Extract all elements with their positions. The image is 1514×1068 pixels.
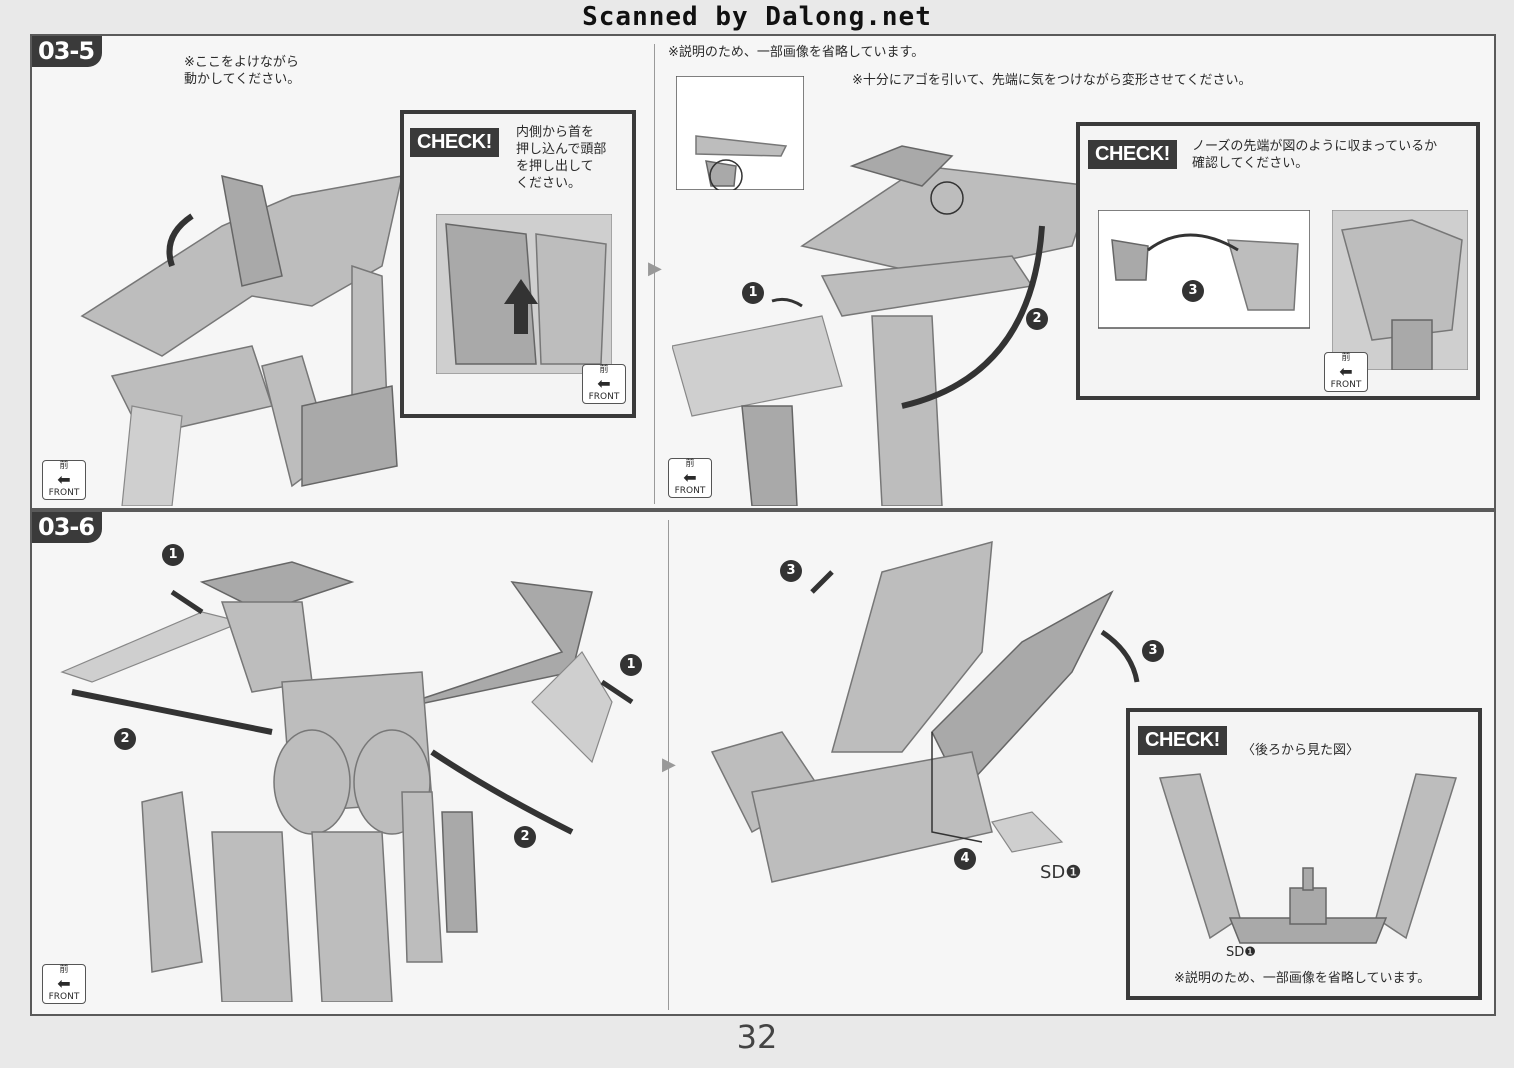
front-badge: 前 ⬅ FRONT xyxy=(42,460,86,500)
check-box-nose: CHECK! ノーズの先端が図のように収まっているか 確認してください。 3 前… xyxy=(1076,122,1480,400)
tail-fold-illustration xyxy=(710,540,1140,883)
front-arrow-icon: ⬅ xyxy=(597,374,611,393)
nose-result-illustration xyxy=(1332,210,1468,370)
check-box-rear-view: CHECK! 〈後ろから見た図〉 SD❶ ※説明のため、一部画像を省略しています… xyxy=(1126,708,1482,1000)
jaw-note: ※十分にアゴを引いて、先端に気をつけながら変形させてください。 xyxy=(852,73,1252,88)
step-number-3: 3 xyxy=(780,560,802,582)
check-nose-text: ノーズの先端が図のように収まっているか 確認してください。 xyxy=(1192,139,1438,171)
step-number-3b: 3 xyxy=(1142,640,1164,662)
front-arrow-icon: ⬅ xyxy=(57,974,71,993)
front-arrow-icon: ⬅ xyxy=(683,468,697,487)
check-badge: CHECK! xyxy=(410,128,499,157)
step-label: 03-5 xyxy=(32,36,103,67)
transform-illustration xyxy=(672,145,1092,506)
front-badge: 前 ⬅ FRONT xyxy=(582,364,626,404)
step-number-2: 2 xyxy=(1026,308,1048,330)
page-number: 32 xyxy=(736,1018,778,1056)
step-number-2: 2 xyxy=(114,728,136,750)
check-neck-text: 内側から首を 押し込んで頭部 を押し出して ください。 xyxy=(516,125,607,191)
rear-view-caption: 〈後ろから見た図〉 xyxy=(1242,743,1360,758)
front-arrow-icon: ⬅ xyxy=(1339,362,1353,381)
panel-divider xyxy=(654,44,655,504)
front-badge: 前 ⬅ FRONT xyxy=(668,458,712,498)
front-badge: 前 ⬅ FRONT xyxy=(1324,352,1368,392)
step-number-4: 4 xyxy=(954,848,976,870)
check-badge: CHECK! xyxy=(1138,726,1227,755)
omit-note: ※説明のため、一部画像を省略しています。 xyxy=(1174,971,1431,986)
robot-head-illustration xyxy=(80,174,403,506)
sd-rear-label: SD❶ xyxy=(1226,945,1256,960)
step-arrow-icon: ▶ xyxy=(648,258,662,279)
front-badge: 前 ⬅ FRONT xyxy=(42,964,86,1004)
scanner-watermark: Scanned by Dalong.net xyxy=(582,2,932,32)
wing-fold-illustration xyxy=(60,561,634,1002)
sd-part-label: SD❶ xyxy=(1040,862,1082,883)
step-number-1: 1 xyxy=(742,282,764,304)
front-arrow-icon: ⬅ xyxy=(57,470,71,489)
panel-divider xyxy=(668,520,669,1010)
step-03-6-panel: 03-6 1 1 2 2 前 ⬅ FRONT ▶ xyxy=(30,510,1496,1016)
check-badge: CHECK! xyxy=(1088,140,1177,169)
nose-inset-illustration xyxy=(676,76,804,190)
check-box-neck: CHECK! 内側から首を 押し込んで頭部 を押し出して ください。 前 ⬅ F… xyxy=(400,110,636,418)
avoid-note: ※ここをよけながら 動かしてください。 xyxy=(184,55,301,87)
neck-detail-illustration xyxy=(436,214,612,374)
step-arrow-icon: ▶ xyxy=(662,754,676,775)
step-number-2b: 2 xyxy=(514,826,536,848)
rear-view-illustration xyxy=(1159,773,1457,944)
nose-before-after-illustration xyxy=(1098,210,1310,329)
step-number-1b: 1 xyxy=(620,654,642,676)
step-label: 03-6 xyxy=(32,512,103,543)
step-number-3: 3 xyxy=(1182,280,1204,302)
step-03-5-panel: 03-5 ※ここをよけながら 動かしてください。 前 ⬅ FRONT CHECK… xyxy=(30,34,1496,510)
omit-note: ※説明のため、一部画像を省略しています。 xyxy=(668,45,925,60)
step-number-1: 1 xyxy=(162,544,184,566)
